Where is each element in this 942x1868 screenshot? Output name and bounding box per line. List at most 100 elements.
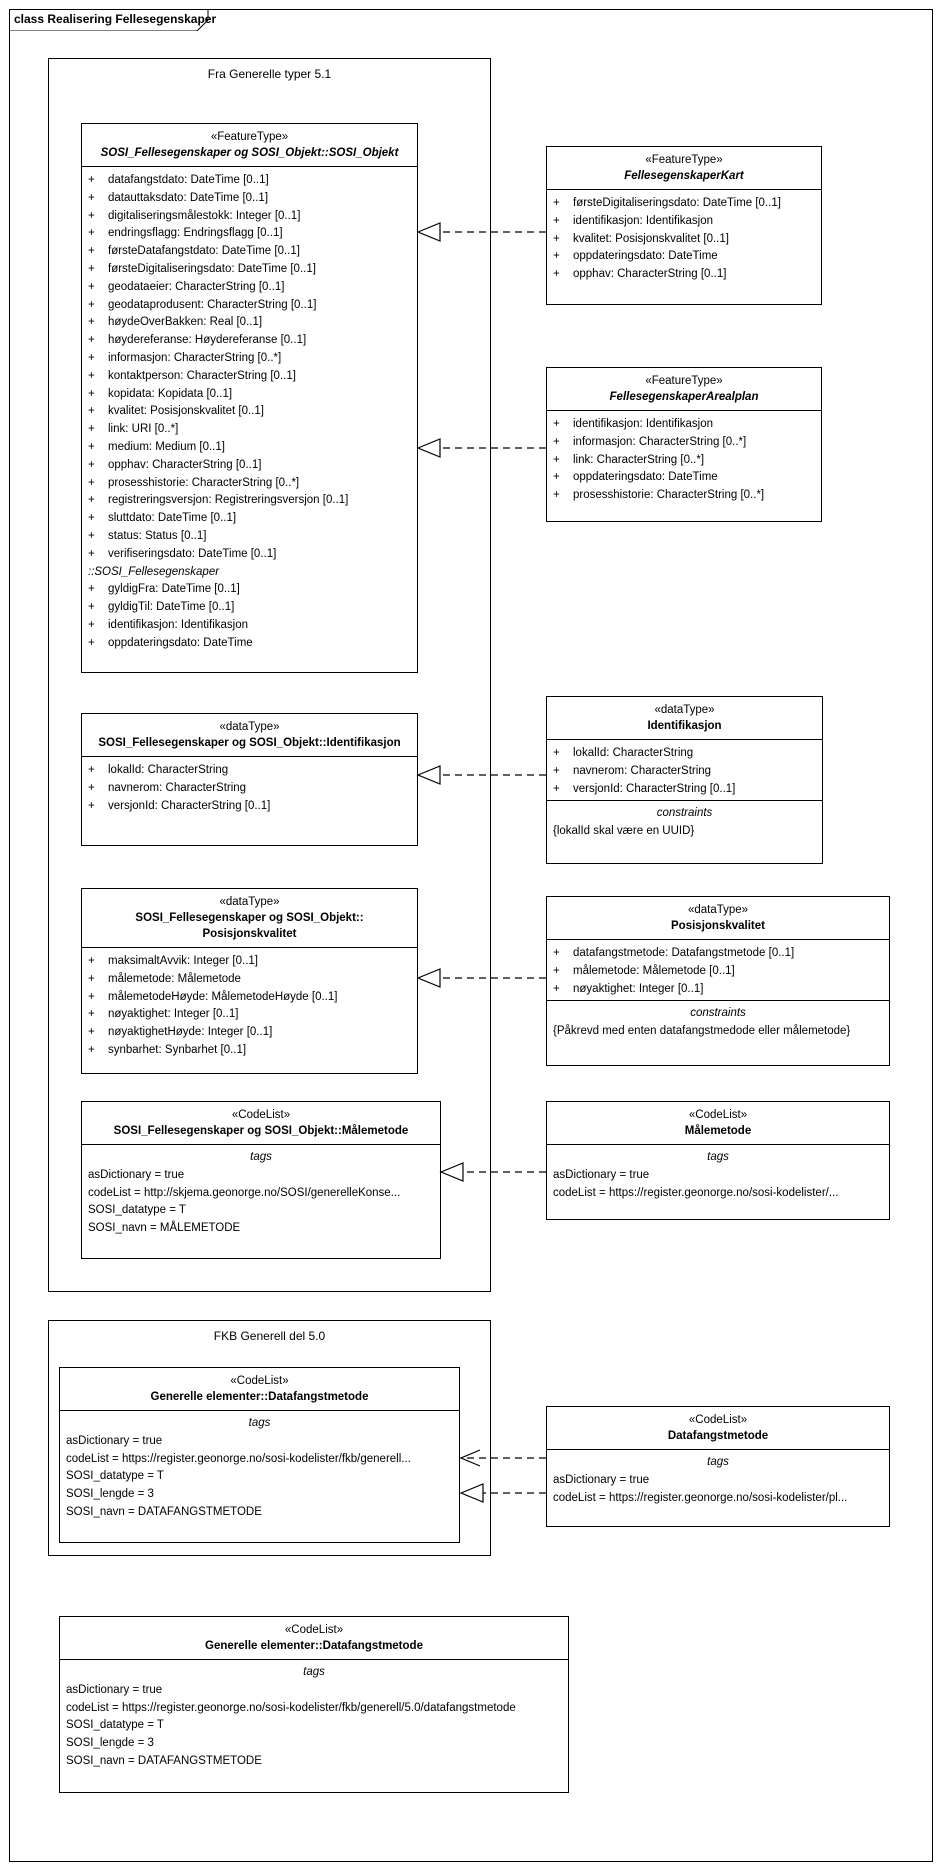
attribute: +lokalId: CharacterString bbox=[553, 747, 694, 759]
attribute: +opphav: CharacterString [0..1] bbox=[88, 458, 262, 471]
tag-value: asDictionary = true bbox=[553, 1473, 650, 1486]
attribute: +link: URI [0..*] bbox=[88, 423, 179, 436]
tag-value: asDictionary = true bbox=[553, 1168, 650, 1181]
attribute: +kvalitet: Posisjonskvalitet [0..1] bbox=[553, 232, 729, 245]
class-datafangstmetode[interactable]: «CodeList» Datafangstmetode tags asDicti… bbox=[546, 1406, 890, 1527]
attribute: +datauttaksdato: DateTime [0..1] bbox=[88, 191, 269, 204]
tag-value: codeList = https://register.geonorge.no/… bbox=[553, 1186, 839, 1199]
class-header: «dataType» Posisjonskvalitet bbox=[547, 897, 889, 940]
attribute: +medium: Medium [0..1] bbox=[88, 440, 225, 453]
class-posisjonskvalitet[interactable]: «dataType» Posisjonskvalitet +datafangst… bbox=[546, 896, 890, 1066]
attribute: +identifikasjon: Identifikasjon bbox=[553, 214, 713, 227]
class-identifikasjon[interactable]: «dataType» Identifikasjon +lokalId: Char… bbox=[546, 696, 823, 864]
class-malemetode-generell[interactable]: «CodeList» SOSI_Fellesegenskaper og SOSI… bbox=[81, 1101, 441, 1259]
class-malemetode[interactable]: «CodeList» Målemetode tags asDictionary … bbox=[546, 1101, 890, 1220]
tags-title: tags bbox=[250, 1151, 272, 1163]
realization-arrowhead-malemetode bbox=[439, 1162, 464, 1182]
diagram-frame-tab bbox=[9, 9, 209, 31]
attribute: +oppdateringsdato: DateTime bbox=[553, 250, 718, 263]
tags-title: tags bbox=[248, 1417, 271, 1429]
class-posisjonskvalitet-generell[interactable]: «dataType» SOSI_Fellesegenskaper og SOSI… bbox=[81, 888, 418, 1074]
class-stereotype: «FeatureType» bbox=[645, 154, 723, 166]
class-stereotype: «FeatureType» bbox=[210, 131, 289, 143]
attribute: +kopidata: Kopidata [0..1] bbox=[88, 387, 233, 400]
class-name: Posisjonskvalitet bbox=[202, 928, 297, 940]
tags-title: tags bbox=[707, 1456, 729, 1468]
class-name: FellesegenskaperKart bbox=[624, 170, 744, 182]
attribute: +navnerom: CharacterString bbox=[88, 781, 247, 794]
tag-value: SOSI_datatype = T bbox=[66, 1719, 164, 1732]
class-header: «CodeList» Datafangstmetode bbox=[547, 1407, 889, 1450]
class-name: SOSI_Fellesegenskaper og SOSI_Objekt::Må… bbox=[113, 1125, 409, 1137]
realization-arrowhead-identifikasjon bbox=[416, 765, 441, 785]
realization-arrowhead-datafangstmetode bbox=[459, 1483, 484, 1503]
attribute: +link: CharacterString [0..*] bbox=[553, 453, 705, 466]
inherited-section-title: ::SOSI_Fellesegenskaper bbox=[88, 565, 220, 578]
attribute: +kvalitet: Posisjonskvalitet [0..1] bbox=[88, 405, 264, 418]
tag-value: codeList = https://register.geonorge.no/… bbox=[66, 1701, 516, 1714]
tag-value: SOSI_datatype = T bbox=[66, 1470, 164, 1483]
class-header: «FeatureType» FellesegenskaperArealplan bbox=[547, 368, 821, 411]
attribute: +synbarhet: Synbarhet [0..1] bbox=[88, 1043, 247, 1056]
attribute: +målemetode: Målemetode bbox=[88, 972, 241, 985]
class-stereotype: «CodeList» bbox=[688, 1109, 748, 1121]
attribute: +nøyaktighet: Integer [0..1] bbox=[553, 982, 704, 995]
attribute: +oppdateringsdato: DateTime bbox=[553, 471, 718, 484]
tag-value: SOSI_lengde = 3 bbox=[66, 1737, 154, 1750]
class-stereotype: «dataType» bbox=[687, 904, 749, 916]
attribute: +lokalId: CharacterString bbox=[88, 764, 229, 776]
class-header: «dataType» SOSI_Fellesegenskaper og SOSI… bbox=[82, 889, 417, 948]
package-title: FKB Generell del 5.0 bbox=[213, 1329, 326, 1343]
attribute: +målemetode: Målemetode [0..1] bbox=[553, 964, 735, 977]
class-header: «dataType» SOSI_Fellesegenskaper og SOSI… bbox=[82, 714, 417, 757]
tag-value: asDictionary = true bbox=[66, 1434, 163, 1447]
class-stereotype: «dataType» bbox=[654, 704, 715, 716]
tag-value: codeList = https://register.geonorge.no/… bbox=[66, 1452, 411, 1465]
attribute: +maksimaltAvvik: Integer [0..1] bbox=[88, 955, 258, 967]
constraint-value: {Påkrevd med enten datafangstmedode elle… bbox=[553, 1025, 851, 1038]
dependency-arrowhead-datafangstmetode bbox=[459, 1449, 481, 1467]
attribute: +versjonId: CharacterString [0..1] bbox=[553, 782, 736, 795]
attribute-list: +datafangstmetode: Datafangstmetode [0..… bbox=[547, 940, 889, 1000]
attribute: +prosesshistorie: CharacterString [0..*] bbox=[553, 489, 765, 502]
class-stereotype: «FeatureType» bbox=[645, 375, 723, 387]
class-stereotype: «dataType» bbox=[219, 896, 280, 908]
class-datafangstmetode-fkb[interactable]: «CodeList» Generelle elementer::Datafang… bbox=[59, 1367, 460, 1543]
class-header: «FeatureType» SOSI_Fellesegenskaper og S… bbox=[82, 124, 417, 167]
tag-value: SOSI_navn = MÅLEMETODE bbox=[88, 1222, 241, 1235]
attribute-list: +lokalId: CharacterString +navnerom: Cha… bbox=[547, 740, 822, 800]
class-name: Identifikasjon bbox=[647, 720, 722, 732]
realization-arrowhead-posisjonskvalitet bbox=[416, 968, 441, 988]
attribute: +endringsflagg: Endringsflagg [0..1] bbox=[88, 227, 283, 240]
class-fellesegenskaper-arealplan[interactable]: «FeatureType» FellesegenskaperArealplan … bbox=[546, 367, 822, 522]
diagram-frame bbox=[9, 9, 933, 1862]
class-header: «CodeList» Generelle elementer::Datafang… bbox=[60, 1617, 568, 1660]
tag-value: asDictionary = true bbox=[66, 1683, 163, 1696]
attribute-list: +lokalId: CharacterString +navnerom: Cha… bbox=[82, 757, 417, 817]
class-datafangstmetode-standalone[interactable]: «CodeList» Generelle elementer::Datafang… bbox=[59, 1616, 569, 1793]
class-stereotype: «CodeList» bbox=[230, 1375, 289, 1387]
tags-title: tags bbox=[707, 1151, 729, 1163]
realization-arrowhead-kart bbox=[416, 222, 441, 242]
attribute: +datafangstmetode: Datafangstmetode [0..… bbox=[553, 947, 795, 959]
tags-section: tags asDictionary = true codeList = http… bbox=[82, 1145, 440, 1242]
attribute: +navnerom: CharacterString bbox=[553, 764, 712, 777]
tags-section: tags asDictionary = true codeList = http… bbox=[60, 1660, 568, 1775]
package-fkb-generell[interactable]: FKB Generell del 5.0 bbox=[48, 1320, 491, 1556]
class-header: «CodeList» Generelle elementer::Datafang… bbox=[60, 1368, 459, 1411]
attribute: +gyldigTil: DateTime [0..1] bbox=[88, 601, 235, 614]
class-sosi-objekt[interactable]: «FeatureType» SOSI_Fellesegenskaper og S… bbox=[81, 123, 418, 673]
attribute: +verifiseringsdato: DateTime [0..1] bbox=[88, 547, 277, 560]
attribute: +status: Status [0..1] bbox=[88, 529, 207, 542]
class-identifikasjon-generell[interactable]: «dataType» SOSI_Fellesegenskaper og SOSI… bbox=[81, 713, 418, 846]
constraints-title: constraints bbox=[690, 1007, 746, 1020]
package-generelle-typer[interactable]: Fra Generelle typer 5.1 bbox=[48, 58, 491, 1292]
class-fellesegenskaper-kart[interactable]: «FeatureType» FellesegenskaperKart +førs… bbox=[546, 146, 822, 305]
attribute: +geodataprodusent: CharacterString [0..1… bbox=[88, 298, 317, 311]
class-name: Generelle elementer::Datafangstmetode bbox=[150, 1391, 369, 1403]
attribute: +digitaliseringsmålestokk: Integer [0..1… bbox=[88, 209, 301, 222]
class-header: «CodeList» SOSI_Fellesegenskaper og SOSI… bbox=[82, 1102, 440, 1145]
attribute: +informasjon: CharacterString [0..*] bbox=[553, 435, 747, 448]
tag-value: SOSI_lengde = 3 bbox=[66, 1488, 154, 1501]
